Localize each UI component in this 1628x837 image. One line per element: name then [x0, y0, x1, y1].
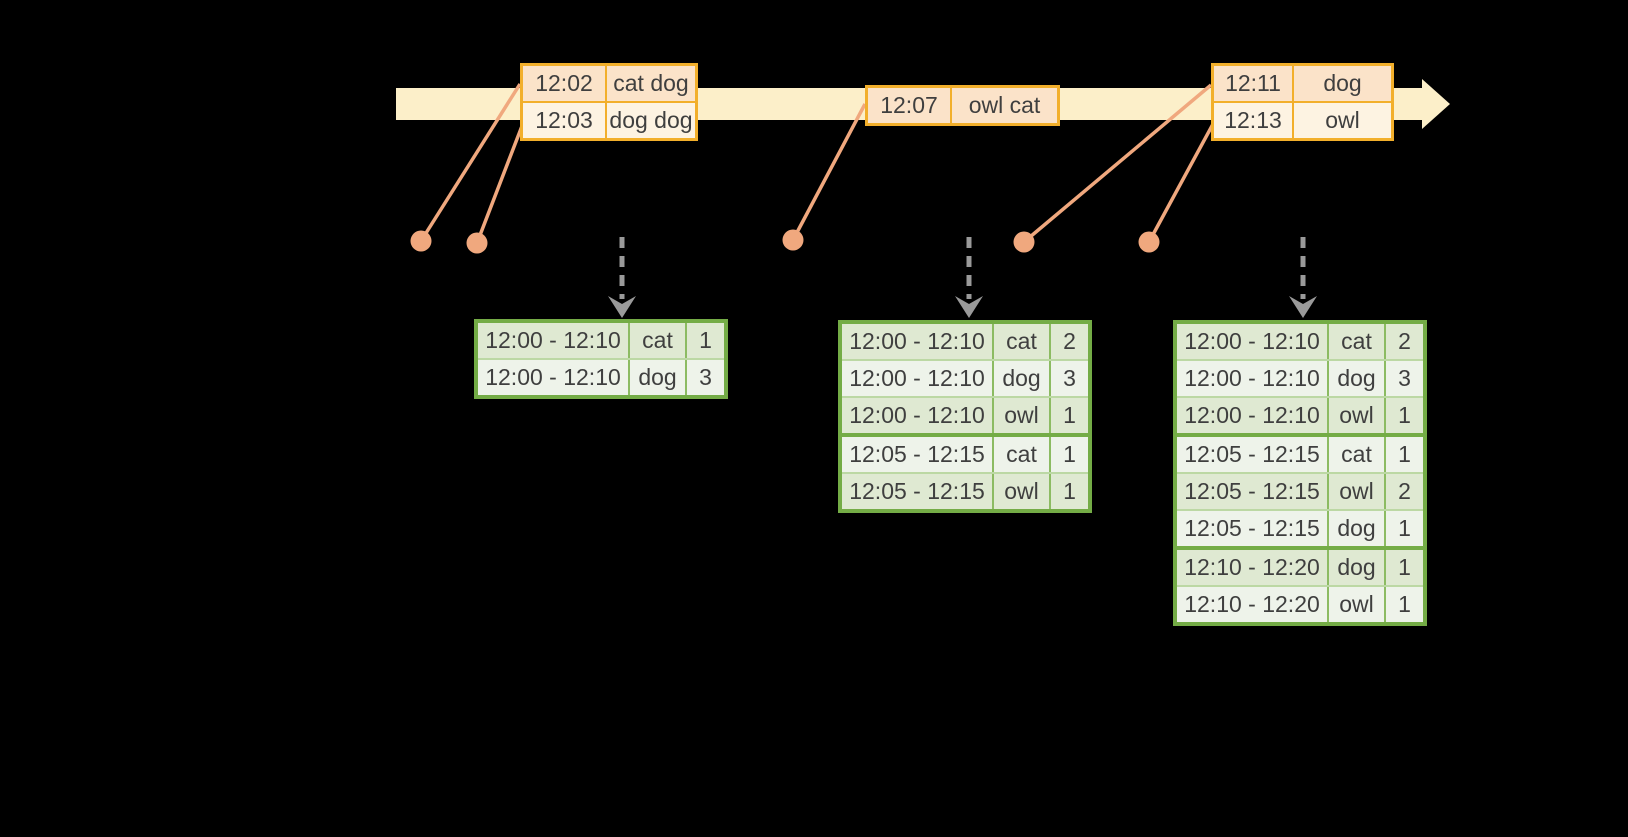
down-arrowhead-icon [1289, 296, 1317, 318]
count-cell: 3 [685, 360, 724, 395]
event-time-cell: 12:03 [535, 107, 593, 133]
connector-line [791, 103, 867, 241]
event-dot-icon [1138, 231, 1160, 253]
result-row: 12:00 - 12:10 owl 1 [1177, 396, 1423, 433]
trigger-arrow-2 [955, 237, 983, 318]
window-cell: 12:00 - 12:10 [849, 402, 985, 428]
word-cell: cat [1327, 437, 1384, 472]
event-time-cell: 12:11 [1225, 70, 1281, 96]
event-dot-icon [410, 230, 432, 252]
result-row: 12:00 - 12:10 dog 3 [1177, 359, 1423, 396]
window-cell: 12:05 - 12:15 [1184, 515, 1320, 541]
result-row: 12:05 - 12:15 cat 1 [842, 433, 1088, 472]
word-cell: owl [1327, 474, 1384, 509]
event-words-cell: cat dog [605, 66, 695, 101]
event-table-3: 12:11 dog 12:13 owl [1211, 63, 1394, 141]
window-cell: 12:00 - 12:10 [485, 364, 621, 390]
window-cell: 12:00 - 12:10 [485, 327, 621, 353]
event-words-cell: owl cat [950, 88, 1057, 123]
event-dot-icon [466, 232, 488, 254]
count-cell: 2 [1384, 324, 1423, 359]
word-cell: cat [1327, 324, 1384, 359]
word-cell: owl [1327, 398, 1384, 433]
result-row: 12:00 - 12:10 cat 2 [1177, 324, 1423, 359]
event-row: 12:07 owl cat [868, 88, 1057, 123]
event-time-cell: 12:07 [880, 92, 938, 118]
window-cell: 12:00 - 12:10 [1184, 365, 1320, 391]
event-words-cell: owl [1292, 103, 1391, 138]
word-cell: owl [1327, 587, 1384, 622]
event-dots [410, 229, 1160, 254]
result-row: 12:05 - 12:15 owl 2 [1177, 472, 1423, 509]
window-cell: 12:10 - 12:20 [1184, 591, 1320, 617]
result-row: 12:00 - 12:10 cat 2 [842, 324, 1088, 359]
connector-line [1147, 123, 1215, 243]
event-row: 12:03 dog dog [523, 101, 695, 138]
event-row: 12:11 dog [1214, 66, 1391, 101]
result-row: 12:05 - 12:15 cat 1 [1177, 433, 1423, 472]
word-cell: dog [628, 360, 685, 395]
event-dot-icon [1013, 231, 1035, 253]
count-cell: 3 [1384, 361, 1423, 396]
result-row: 12:00 - 12:10 owl 1 [842, 396, 1088, 433]
word-cell: cat [628, 323, 685, 358]
window-cell: 12:10 - 12:20 [1184, 554, 1320, 580]
window-cell: 12:05 - 12:15 [1184, 441, 1320, 467]
count-cell: 1 [1049, 474, 1088, 509]
result-row: 12:00 - 12:10 dog 3 [842, 359, 1088, 396]
connector-line [475, 125, 524, 244]
result-row: 12:00 - 12:10 cat 1 [478, 323, 724, 358]
result-row: 12:10 - 12:20 dog 1 [1177, 546, 1423, 585]
window-cell: 12:00 - 12:10 [849, 328, 985, 354]
event-words-cell: dog dog [605, 103, 695, 138]
count-cell: 1 [1384, 511, 1423, 546]
window-cell: 12:00 - 12:10 [1184, 328, 1320, 354]
count-cell: 2 [1049, 324, 1088, 359]
result-table-1: 12:00 - 12:10 cat 1 12:00 - 12:10 dog 3 [474, 319, 728, 399]
window-cell: 12:00 - 12:10 [849, 365, 985, 391]
word-cell: cat [992, 437, 1049, 472]
event-table-1: 12:02 cat dog 12:03 dog dog [520, 63, 698, 141]
word-cell: dog [1327, 361, 1384, 396]
word-cell: owl [992, 398, 1049, 433]
count-cell: 2 [1384, 474, 1423, 509]
timeline-arrowhead-icon [1422, 79, 1450, 129]
event-time-cell: 12:02 [535, 70, 593, 96]
result-table-3: 12:00 - 12:10 cat 2 12:00 - 12:10 dog 3 … [1173, 320, 1427, 626]
result-row: 12:05 - 12:15 dog 1 [1177, 509, 1423, 546]
word-cell: dog [992, 361, 1049, 396]
event-row: 12:13 owl [1214, 101, 1391, 138]
result-row: 12:10 - 12:20 owl 1 [1177, 585, 1423, 622]
event-time-cell: 12:13 [1224, 107, 1282, 133]
trigger-arrow-1 [608, 237, 636, 318]
word-cell: dog [1327, 550, 1384, 585]
event-row: 12:02 cat dog [523, 66, 695, 101]
word-cell: dog [1327, 511, 1384, 546]
result-table-2: 12:00 - 12:10 cat 2 12:00 - 12:10 dog 3 … [838, 320, 1092, 513]
count-cell: 1 [1049, 437, 1088, 472]
result-row: 12:05 - 12:15 owl 1 [842, 472, 1088, 509]
count-cell: 1 [1384, 587, 1423, 622]
trigger-arrow-3 [1289, 237, 1317, 318]
result-row: 12:00 - 12:10 dog 3 [478, 358, 724, 395]
window-cell: 12:05 - 12:15 [1184, 478, 1320, 504]
event-table-2: 12:07 owl cat [865, 85, 1060, 126]
count-cell: 1 [1384, 437, 1423, 472]
window-cell: 12:05 - 12:15 [849, 478, 985, 504]
window-cell: 12:00 - 12:10 [1184, 402, 1320, 428]
count-cell: 1 [1049, 398, 1088, 433]
down-arrowhead-icon [608, 296, 636, 318]
count-cell: 1 [1384, 398, 1423, 433]
event-words-cell: dog [1292, 66, 1391, 101]
word-cell: owl [992, 474, 1049, 509]
count-cell: 3 [1049, 361, 1088, 396]
event-dot-icon [782, 229, 804, 251]
window-cell: 12:05 - 12:15 [849, 441, 985, 467]
down-arrowhead-icon [955, 296, 983, 318]
count-cell: 1 [1384, 550, 1423, 585]
word-cell: cat [992, 324, 1049, 359]
count-cell: 1 [685, 323, 724, 358]
